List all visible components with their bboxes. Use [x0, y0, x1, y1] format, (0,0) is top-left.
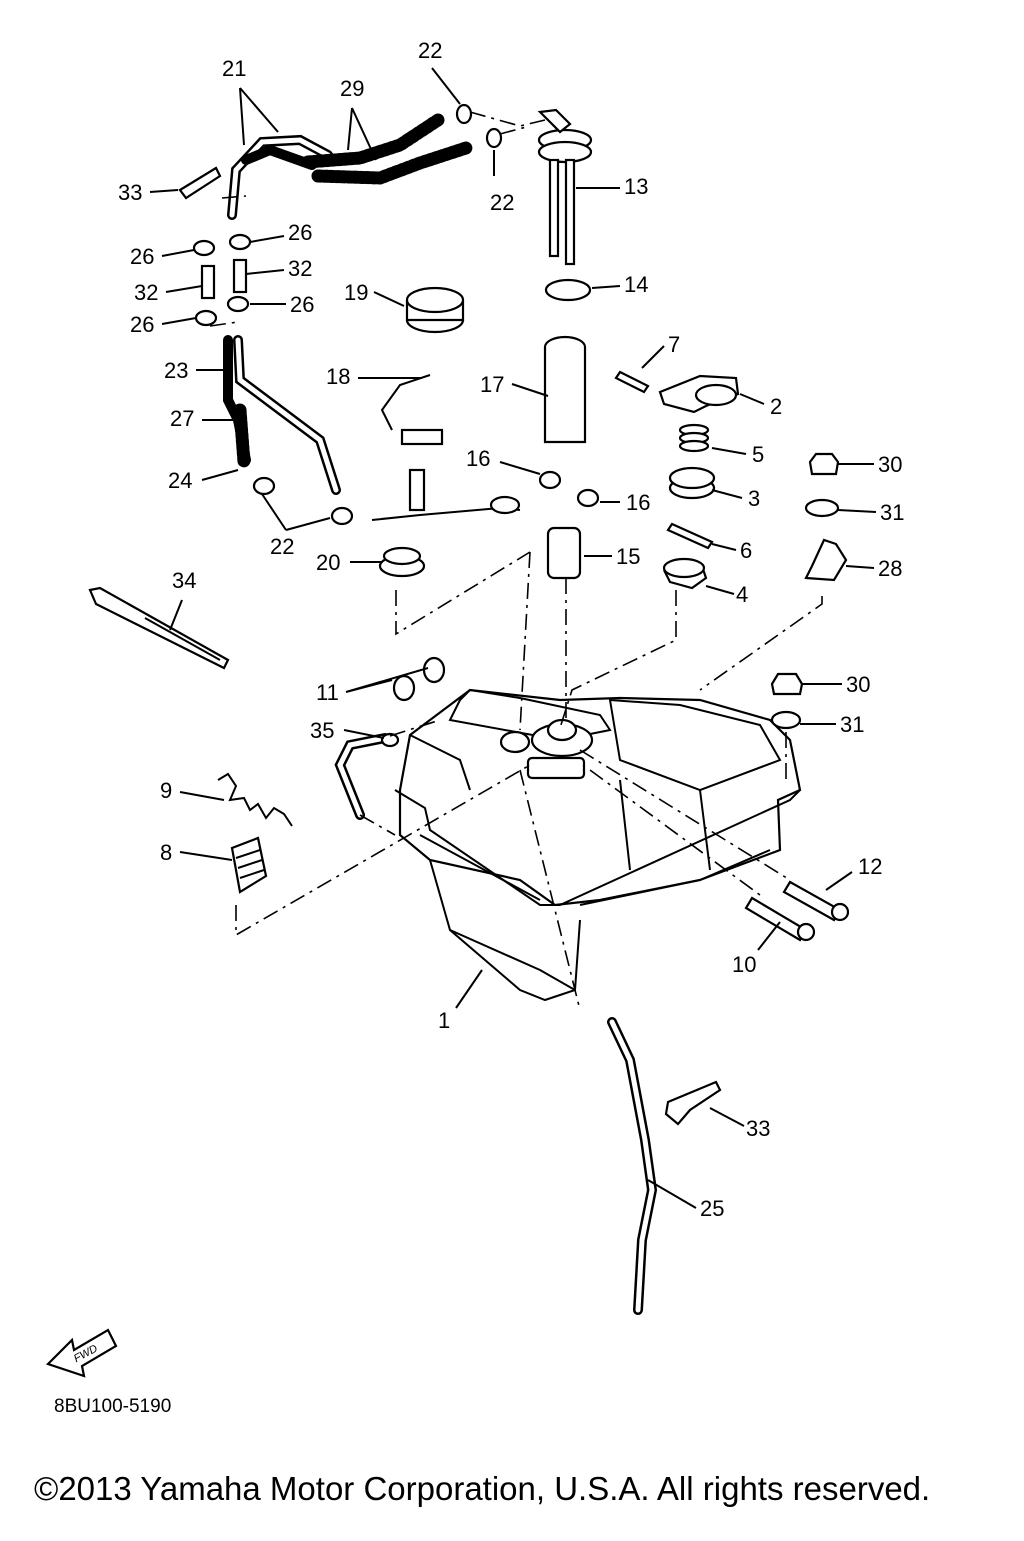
- clamp-16a: [538, 470, 562, 490]
- spring-5: [678, 423, 710, 453]
- fwd-arrow-icon: FWD: [45, 1328, 118, 1378]
- label-part-9: 9: [160, 778, 173, 803]
- label-part-19: 19: [344, 280, 369, 305]
- label-part-22b: 22: [490, 190, 515, 215]
- clip-26d: [194, 309, 218, 327]
- label-part-15: 15: [616, 544, 641, 569]
- label-part-20: 20: [316, 550, 341, 575]
- leader-lines: [209, 111, 823, 1011]
- nut-30-lower: [770, 672, 804, 696]
- label-part-2: 2: [770, 394, 783, 419]
- label-part-7: 7: [668, 332, 681, 357]
- label-part-22c: 22: [270, 534, 295, 559]
- label-part-30b: 30: [846, 672, 871, 697]
- label-part-26d: 26: [130, 312, 155, 337]
- spring-clip-9: [217, 772, 293, 827]
- clamp-16b: [576, 488, 600, 508]
- label-part-21: 21: [222, 56, 247, 81]
- joint-32b: [232, 258, 248, 294]
- clip-26c: [226, 295, 250, 313]
- joint-32a: [200, 264, 216, 300]
- label-part-25: 25: [700, 1196, 725, 1221]
- pump-15: [546, 526, 582, 580]
- label-part-35: 35: [310, 718, 335, 743]
- grommet-20: [378, 546, 426, 578]
- label-part-33b: 33: [746, 1116, 771, 1141]
- label-part-11: 11: [316, 680, 339, 705]
- filter-17: [543, 335, 587, 444]
- label-part-17: 17: [480, 372, 505, 397]
- label-part-22a: 22: [418, 38, 443, 63]
- cap-19: [405, 286, 465, 334]
- clamp-28: [804, 538, 848, 582]
- label-part-8: 8: [160, 840, 173, 865]
- label-part-5: 5: [752, 442, 765, 467]
- label-part-13: 13: [624, 174, 649, 199]
- label-part-28: 28: [878, 556, 903, 581]
- label-part-34: 34: [172, 568, 197, 593]
- clip-22a: [455, 103, 473, 125]
- label-part-3: 3: [748, 486, 761, 511]
- bracket-2: [658, 374, 740, 414]
- clip-26b: [228, 233, 252, 251]
- clip-33-upper: [178, 166, 222, 200]
- clip-22c: [252, 476, 276, 496]
- label-part-27: 27: [170, 406, 195, 431]
- grommet-8: [230, 836, 268, 894]
- label-part-24: 24: [168, 468, 193, 493]
- washer-31-lower: [770, 710, 802, 730]
- label-part-14: 14: [624, 272, 649, 297]
- label-part-4: 4: [736, 582, 749, 607]
- pin-6: [666, 522, 714, 550]
- label-part-26c: 26: [290, 292, 315, 317]
- label-part-12: 12: [858, 854, 883, 879]
- label-part-23: 23: [164, 358, 189, 383]
- bolt-10: [744, 896, 816, 942]
- strap-34: [88, 586, 230, 670]
- bolt-12: [782, 880, 850, 922]
- sender-18: [371, 374, 521, 521]
- washer-31-upper: [804, 498, 840, 518]
- pin-7: [614, 370, 650, 394]
- label-part-32b: 32: [288, 256, 313, 281]
- label-part-1: 1: [438, 1008, 451, 1033]
- washers-11: [392, 656, 446, 702]
- label-part-31a: 31: [880, 500, 905, 525]
- label-part-30a: 30: [878, 452, 903, 477]
- label-part-18: 18: [326, 364, 351, 389]
- label-part-33a: 33: [118, 180, 143, 205]
- fuel-cock-13: [537, 108, 593, 266]
- damper-4: [662, 557, 708, 590]
- clip-22b: [485, 127, 503, 149]
- label-part-26a: 26: [130, 244, 155, 269]
- clip-22d: [330, 506, 354, 526]
- label-part-29: 29: [340, 76, 365, 101]
- label-part-16b: 16: [626, 490, 651, 515]
- o-ring-14: [544, 278, 592, 302]
- clip-26a: [192, 239, 216, 257]
- pointer-lines: [149, 67, 877, 1209]
- label-part-6: 6: [740, 538, 753, 563]
- diagram-reference-code: 8BU100-5190: [54, 1396, 172, 1417]
- label-part-26b: 26: [288, 220, 313, 245]
- label-part-10: 10: [732, 952, 757, 977]
- collar-3: [668, 466, 716, 500]
- tank-cap-area: [499, 718, 594, 780]
- clip-33-lower: [664, 1080, 722, 1126]
- label-part-32a: 32: [134, 280, 159, 305]
- label-part-31b: 31: [840, 712, 865, 737]
- nut-30-upper: [808, 452, 840, 476]
- label-part-16a: 16: [466, 446, 491, 471]
- copyright-notice: ©2013 Yamaha Motor Corporation, U.S.A. A…: [34, 1470, 931, 1507]
